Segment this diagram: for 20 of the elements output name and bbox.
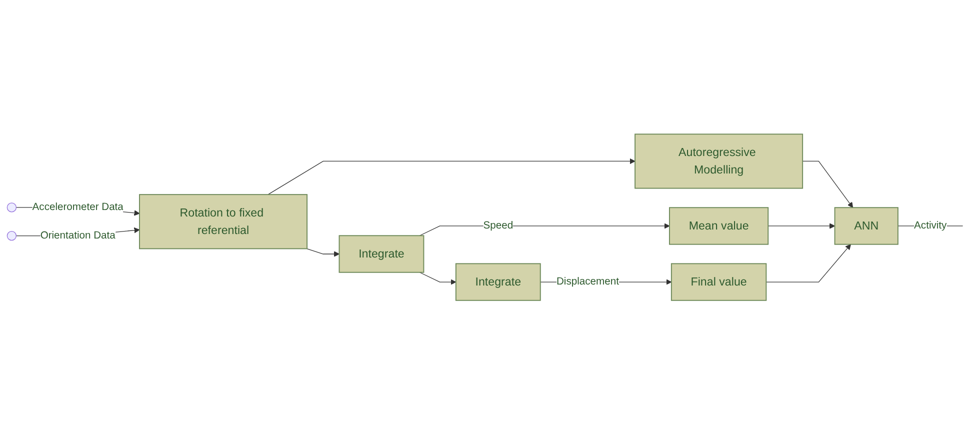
- node-box: Final value: [670, 262, 767, 301]
- edge-label: Orientation Data: [40, 230, 116, 241]
- edge-label: Activity: [914, 220, 947, 231]
- arrow: [766, 244, 851, 282]
- edge-label: Displacement: [556, 276, 619, 287]
- arrow: [306, 248, 340, 257]
- edge-label: Accelerometer Data: [32, 201, 124, 212]
- arrow: [768, 222, 836, 229]
- node-box: Autoregressive Modelling: [634, 133, 804, 188]
- node-box: ANN: [834, 206, 898, 245]
- edge-label: Speed: [483, 220, 514, 231]
- arrow: [268, 158, 636, 195]
- arrow: [802, 160, 854, 208]
- node-box: Rotation to fixed referential: [139, 194, 308, 249]
- arrow: [419, 272, 456, 285]
- node-box: Integrate: [338, 234, 424, 273]
- node-box: Integrate: [455, 262, 541, 301]
- node-circle: [6, 202, 17, 212]
- node-box: Mean value: [669, 206, 769, 245]
- node-circle: [6, 230, 17, 240]
